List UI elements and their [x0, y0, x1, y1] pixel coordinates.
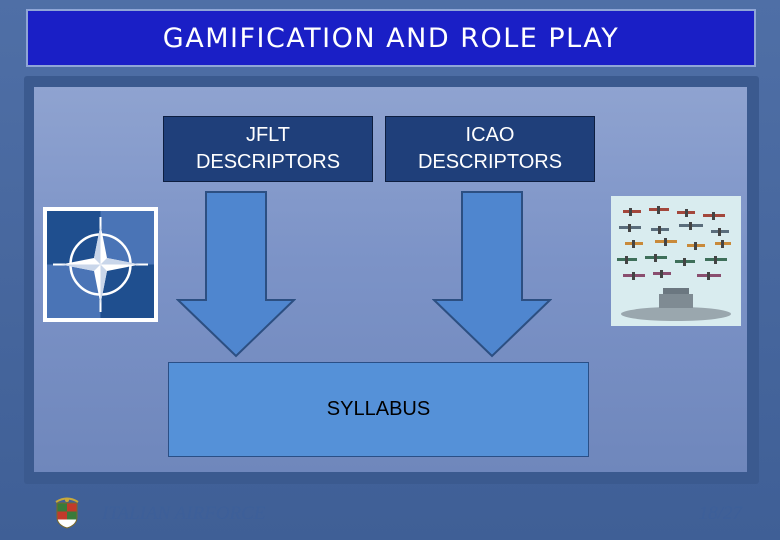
jflt-label-line1: JFLT — [245, 124, 291, 146]
aircraft-collection-illustration — [611, 196, 741, 326]
title-bar: GAMIFICATION AND ROLE PLAY — [26, 9, 756, 67]
air-force-crest-icon — [55, 497, 79, 529]
jflt-label-line2: DESCRIPTORS — [195, 151, 341, 173]
down-arrow-left — [176, 191, 296, 358]
icao-label-line2: DESCRIPTORS — [417, 151, 563, 173]
footer-organization: ITALIAN AIRFORCE — [102, 503, 266, 524]
nato-compass-logo — [43, 207, 158, 322]
slide-title: GAMIFICATION AND ROLE PLAY — [162, 22, 620, 54]
icao-descriptors-box: ICAO DESCRIPTORS — [385, 116, 595, 182]
icao-label-line1: ICAO — [465, 124, 515, 146]
down-arrow-right — [432, 191, 552, 358]
jflt-descriptors-box: JFLT DESCRIPTORS — [163, 116, 373, 182]
syllabus-box: SYLLABUS — [168, 362, 589, 457]
footer-page-number: 18/27 — [698, 503, 742, 524]
syllabus-label: SYLLABUS — [326, 398, 431, 420]
